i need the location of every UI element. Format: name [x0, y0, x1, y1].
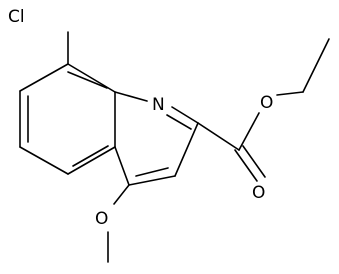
- bond-c4a-c8a-inner: [72, 145, 109, 167]
- bond-c-co-2: [242, 145, 266, 178]
- bond-c-co-1: [234, 149, 258, 182]
- bond-n-c2: [171, 106, 199, 124]
- bond-c2-ccarbonyl: [197, 122, 240, 151]
- bond-c3-c4: [128, 175, 176, 186]
- ester-oxygen-label: O: [260, 93, 273, 113]
- carbonyl-oxygen-label: O: [252, 183, 265, 203]
- bond-oester-ch2: [276, 91, 304, 96]
- ring-nitrogen-label: N: [152, 95, 165, 115]
- chlorine-label: Cl: [8, 7, 25, 27]
- bond-n-c2-inner: [166, 114, 192, 130]
- bond-c8-c7-inner: [67, 71, 108, 89]
- bond-c5-c4a: [19, 146, 69, 175]
- bond-c-oester: [238, 112, 260, 151]
- methoxy-oxygen-label: O: [95, 209, 108, 229]
- bond-c4-omethoxy: [113, 184, 130, 205]
- bond-c8-c7: [67, 63, 116, 93]
- bond-c7-c6: [19, 63, 69, 92]
- bond-c8a-n: [114, 91, 148, 102]
- bond-c4-c4a: [114, 146, 130, 186]
- bond-ch2-ch3: [302, 38, 330, 93]
- bond-c2-c3: [174, 122, 199, 177]
- bond-c3-c4-inner: [135, 167, 169, 177]
- bond-c4a-c8a: [67, 146, 116, 175]
